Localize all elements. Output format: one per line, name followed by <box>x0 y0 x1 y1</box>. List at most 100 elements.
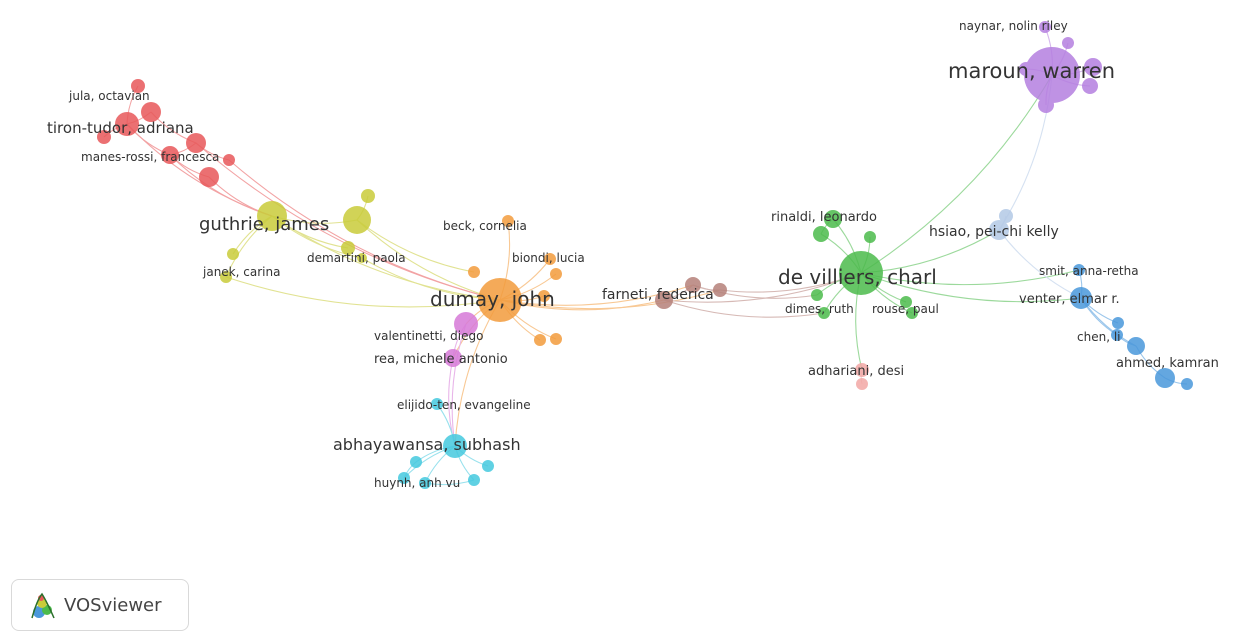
label-de-villiers[interactable]: de villiers, charl <box>778 265 937 289</box>
node-rouse[interactable] <box>906 307 918 319</box>
node-valentinetti[interactable] <box>454 312 478 336</box>
network-nodes <box>97 21 1193 489</box>
label-naynar[interactable]: naynar, nolin riley <box>959 19 1068 33</box>
node-abhayawansa[interactable] <box>443 434 467 458</box>
node-manes-rossi[interactable] <box>161 146 179 164</box>
node-n-or-3[interactable] <box>538 290 550 302</box>
node-farneti[interactable] <box>655 291 673 309</box>
node-chen[interactable] <box>1111 329 1123 341</box>
label-rea[interactable]: rea, michele antonio <box>374 352 508 367</box>
node-dumay[interactable] <box>478 278 522 322</box>
node-n-gr-3[interactable] <box>811 289 823 301</box>
node-n-br-2[interactable] <box>713 283 727 297</box>
node-hsiao[interactable] <box>989 220 1009 240</box>
node-n-lb-1[interactable] <box>999 209 1013 223</box>
link-dumay-n-br-2 <box>499 289 721 310</box>
link-n-yel-2-n-or-2 <box>356 219 475 273</box>
network-links <box>103 26 1188 486</box>
node-n-yel-3[interactable] <box>341 241 355 255</box>
node-biondi[interactable] <box>550 268 562 280</box>
node-n-or-4[interactable] <box>534 334 546 346</box>
node-n-pu-4[interactable] <box>1082 78 1098 94</box>
node-rea[interactable] <box>444 349 462 367</box>
node-de-villiers[interactable] <box>839 251 883 295</box>
node-smit[interactable] <box>1073 264 1085 276</box>
node-jula[interactable] <box>131 79 145 93</box>
label-adhariani[interactable]: adhariani, desi <box>808 364 904 379</box>
node-n-pu-1[interactable] <box>1062 37 1074 49</box>
label-janek[interactable]: janek, carina <box>202 265 280 279</box>
node-n-cy-2[interactable] <box>482 460 494 472</box>
node-n-pk-1[interactable] <box>856 378 868 390</box>
label-rinaldi[interactable]: rinaldi, leonardo <box>771 210 877 225</box>
label-tiron-tudor[interactable]: tiron-tudor, adriana <box>47 119 194 137</box>
node-n-cy-3[interactable] <box>398 472 410 484</box>
label-dimes[interactable]: dimes, ruth <box>785 302 854 316</box>
label-abhayawansa[interactable]: abhayawansa, subhash <box>333 435 521 454</box>
label-valentinetti[interactable]: valentinetti, diego <box>374 329 483 343</box>
label-guthrie[interactable]: guthrie, james <box>199 214 329 235</box>
label-jula[interactable]: jula, octavian <box>68 89 150 103</box>
vosviewer-logo-icon <box>31 592 55 619</box>
node-n-bl-1[interactable] <box>1112 317 1124 329</box>
label-elijido[interactable]: elijido-ten, evangeline <box>397 398 531 412</box>
node-n-br-1[interactable] <box>685 277 701 293</box>
label-biondi[interactable]: biondi, lucia <box>512 251 585 265</box>
node-naynar[interactable] <box>1039 21 1051 33</box>
node-n-gr-2[interactable] <box>864 231 876 243</box>
node-rinaldi[interactable] <box>824 210 842 228</box>
node-n-or-1[interactable] <box>544 253 556 265</box>
node-n-pu-2[interactable] <box>1019 62 1033 76</box>
link-janek-dumay <box>225 276 501 308</box>
link-guthrie-dumay <box>271 215 501 301</box>
label-smit[interactable]: smit, anna-retha <box>1039 264 1139 278</box>
label-maroun[interactable]: maroun, warren <box>948 59 1115 83</box>
label-dumay[interactable]: dumay, john <box>430 287 555 311</box>
node-ahmed[interactable] <box>1155 368 1175 388</box>
node-venter[interactable] <box>1070 287 1092 309</box>
node-elijido[interactable] <box>431 398 443 410</box>
node-beck[interactable] <box>502 215 514 227</box>
node-n-cy-4[interactable] <box>468 474 480 486</box>
node-adhariani[interactable] <box>855 363 869 377</box>
node-n-cy-1[interactable] <box>410 456 422 468</box>
node-huynh[interactable] <box>419 477 431 489</box>
node-n-red-2[interactable] <box>141 102 161 122</box>
node-n-red-6[interactable] <box>199 167 219 187</box>
node-dimes[interactable] <box>818 307 830 319</box>
node-maroun[interactable] <box>1024 47 1080 103</box>
label-hsiao[interactable]: hsiao, pei-chi kelly <box>929 224 1059 240</box>
node-tiron-tudor[interactable] <box>115 112 139 136</box>
node-n-yel-1[interactable] <box>361 189 375 203</box>
label-rouse[interactable]: rouse, paul <box>872 302 939 316</box>
node-n-pu-3[interactable] <box>1084 58 1102 76</box>
link-n-red-5-dumay <box>228 159 501 301</box>
node-n-gr-1[interactable] <box>813 226 829 242</box>
node-n-yel-4[interactable] <box>227 248 239 260</box>
label-huynh[interactable]: huynh, anh vu <box>374 476 460 490</box>
label-chen[interactable]: chen, li <box>1077 330 1121 344</box>
label-beck[interactable]: beck, cornelia <box>443 219 527 233</box>
node-n-red-5[interactable] <box>223 154 235 166</box>
node-n-or-2[interactable] <box>468 266 480 278</box>
label-ahmed[interactable]: ahmed, kamran <box>1116 356 1219 371</box>
node-n-or-5[interactable] <box>550 333 562 345</box>
label-manes-rossi[interactable]: manes-rossi, francesca <box>81 150 219 164</box>
link-de_villiers-smit <box>860 269 1080 286</box>
node-n-bl-2[interactable] <box>1127 337 1145 355</box>
node-n-pu-5[interactable] <box>1038 97 1054 113</box>
label-venter[interactable]: venter, elmar r. <box>1019 292 1120 307</box>
node-n-yel-2[interactable] <box>343 206 371 234</box>
label-farneti[interactable]: farneti, federica <box>602 287 714 303</box>
node-janek[interactable] <box>220 271 232 283</box>
node-n-bl-3[interactable] <box>1181 378 1193 390</box>
node-n-red-4[interactable] <box>186 133 206 153</box>
label-demartini[interactable]: demartini, paola <box>307 251 406 265</box>
node-demartini[interactable] <box>357 253 367 263</box>
node-n-red-3[interactable] <box>97 130 111 144</box>
vosviewer-badge[interactable]: VOSviewer <box>11 579 189 631</box>
link-farneti-dimes <box>663 299 825 318</box>
node-guthrie[interactable] <box>257 201 287 231</box>
node-n-gr-4[interactable] <box>900 296 912 308</box>
